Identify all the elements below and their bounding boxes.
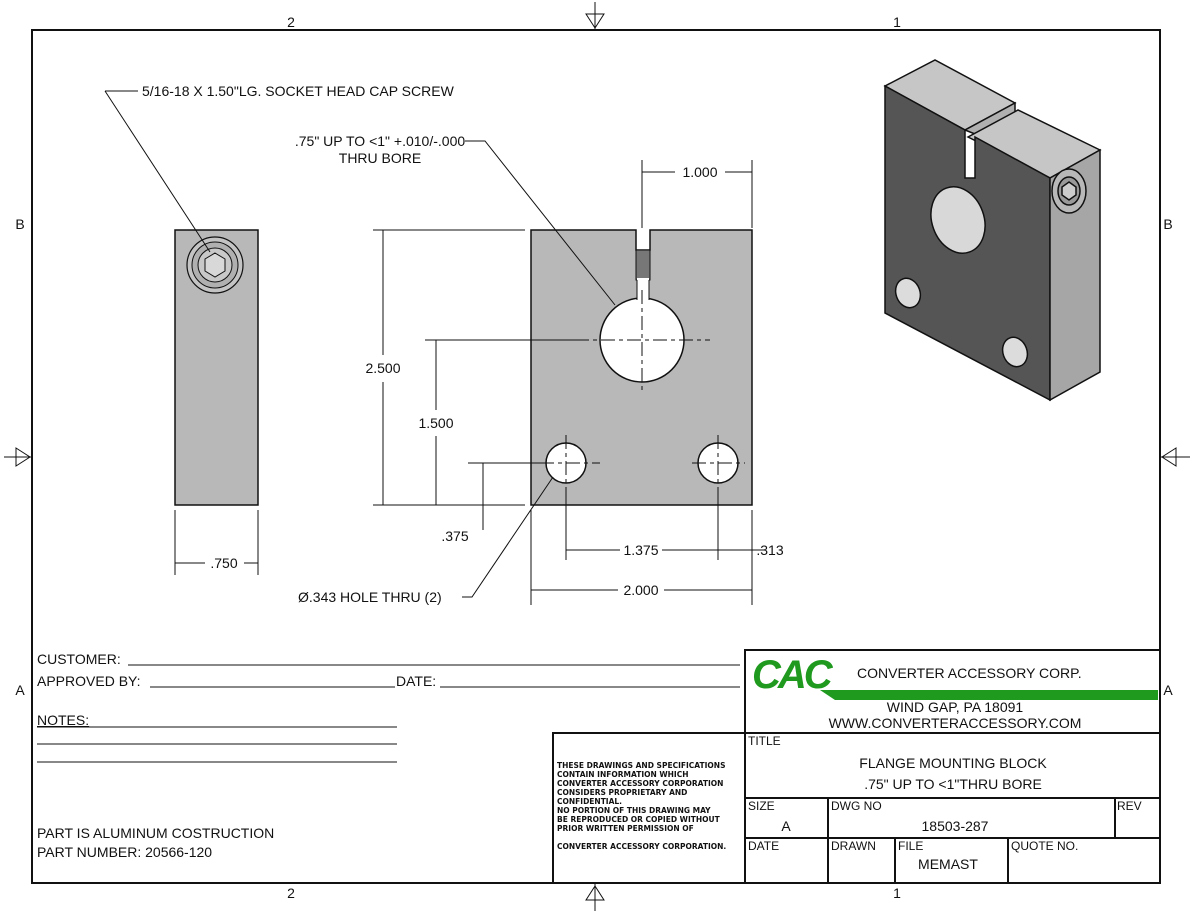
disclaimer-line: CONSIDERS PROPRIETARY AND [557,788,687,797]
hole-note: Ø.343 HOLE THRU (2) [298,589,442,605]
zone-label: 2 [287,14,295,30]
company-logo: CAC [752,653,1158,700]
size-value: A [781,818,791,834]
disclaimer-line: CONTAIN INFORMATION WHICH [557,770,689,779]
disclaimer-line: BE REPRODUCED OR COPIED WITHOUT [557,815,721,824]
svg-text:CAC: CAC [752,653,834,697]
dim-bore-height: 1.500 [418,415,453,431]
title-block: CAC CONVERTER ACCESSORY CORP. WIND GAP, … [744,649,1161,884]
dim-hole-height: .375 [441,528,468,544]
bore-note: .75" UP TO <1" +.010/-.000 [295,133,465,149]
company-city: WIND GAP, PA 18091 [887,699,1024,715]
disclaimer-line: CONFIDENTIAL. [557,797,622,806]
disclaimer-line: NO PORTION OF THIS DRAWING MAY [557,806,711,815]
dim-thickness: .750 [210,555,237,571]
approved-by-label: APPROVED BY: [37,673,140,689]
disclaimer-line: CONVERTER ACCESSORY CORPORATION [557,779,723,788]
center-mark-right [1160,447,1190,467]
notes: 5/16-18 X 1.50"LG. SOCKET HEAD CAP SCREW… [142,83,465,605]
notes-lines [37,726,397,763]
zone-label: 1 [893,14,901,30]
dim-width-top: 1.000 [682,164,717,180]
hex-socket-icon [204,252,226,278]
dim-height: 2.500 [365,360,400,376]
file-value: MEMAST [918,856,978,872]
disclaimer-line: CONVERTER ACCESSORY CORPORATION. [557,842,726,851]
zone-labels: 2 1 2 1 B A B A [15,14,1173,901]
company-name: CONVERTER ACCESSORY CORP. [857,665,1082,681]
drawing-title: FLANGE MOUNTING BLOCK [859,755,1047,771]
centering-marks [4,2,1190,911]
drawn-label: DRAWN [831,839,876,853]
dim-width: 2.000 [623,582,658,598]
approval-form: CUSTOMER: APPROVED BY: DATE: NOTES: PART… [37,651,740,860]
customer-label: CUSTOMER: [37,651,121,667]
zone-label: B [1163,216,1172,232]
disclaimer-line: THESE DRAWINGS AND SPECIFICATIONS [557,761,725,770]
zone-label: 2 [287,885,295,901]
dimension-values: 1.000 2.500 1.500 .375 .750 1.375 .313 2… [210,164,783,598]
title-label: TITLE [748,734,781,748]
zone-label: A [1163,682,1173,698]
dimension-lines [104,90,765,605]
disclaimer-box: THESE DRAWINGS AND SPECIFICATIONS CONTAI… [552,732,746,884]
bore-note: THRU BORE [339,150,421,166]
center-mark-left [4,447,32,467]
zone-label: 1 [893,885,901,901]
quote-no-label: QUOTE NO. [1011,839,1078,853]
size-label: SIZE [748,799,775,813]
dwg-no-label: DWG NO [831,799,882,813]
zone-label: A [15,682,25,698]
center-mark-top [585,2,605,30]
dwg-no-value: 18503-287 [922,818,989,834]
dim-hole-spacing: 1.375 [623,542,658,558]
disclaimer-line: PRIOR WRITTEN PERMISSION OF [557,824,694,833]
side-view [174,229,259,506]
date-label: DATE: [396,673,436,689]
drawing-subtitle: .75" UP TO <1"THRU BORE [864,776,1042,792]
center-mark-bottom [585,883,605,911]
date-label: DATE [748,839,779,853]
screw-note: 5/16-18 X 1.50"LG. SOCKET HEAD CAP SCREW [142,83,455,99]
company-website[interactable]: WWW.CONVERTERACCESSORY.COM [829,715,1082,731]
part-number: PART NUMBER: 20566-120 [37,844,212,860]
notes-label: NOTES: [37,712,89,728]
front-view [530,229,753,506]
zone-label: B [15,216,24,232]
isometric-view [883,59,1102,402]
material-note: PART IS ALUMINUM COSTRUCTION [37,825,274,841]
dim-edge: .313 [756,542,783,558]
rev-label: REV [1117,799,1142,813]
file-label: FILE [898,839,923,853]
